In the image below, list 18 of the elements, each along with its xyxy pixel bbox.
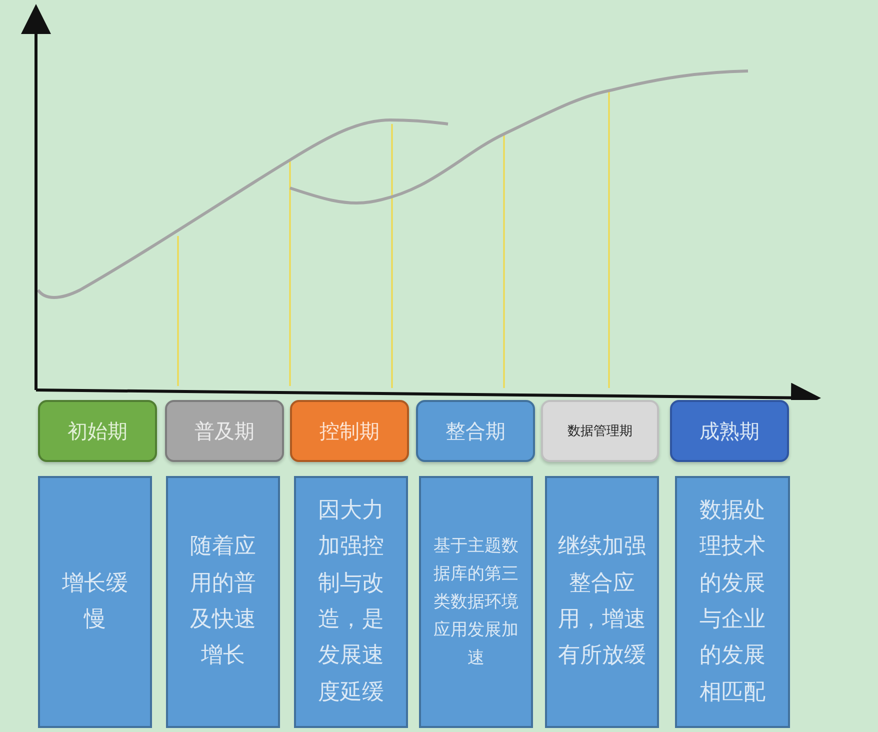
description-text: 数据处理技术的发展与企业的发展相匹配 <box>698 497 766 707</box>
phase-header: 数据管理期 <box>541 400 659 462</box>
phase-header: 普及期 <box>165 400 284 462</box>
description-panel <box>419 476 533 728</box>
description-text: 因大力加强控制与改造，是发展速度延缓 <box>317 497 385 707</box>
description-panel <box>38 476 152 728</box>
phase-header: 成熟期 <box>670 400 789 462</box>
description-panel <box>545 476 659 728</box>
phase-header: 控制期 <box>290 400 409 462</box>
description-text: 继续加强整合应用，增速有所放缓 <box>557 533 647 670</box>
description-panel <box>675 476 790 728</box>
phase-header: 整合期 <box>416 400 535 462</box>
description-panel <box>166 476 280 728</box>
description-text: 增长缓慢 <box>61 570 129 634</box>
description-text: 随着应用的普及快速增长 <box>189 533 257 670</box>
description-text: 基于主题数据库的第三类数据环境应用发展加速 <box>432 534 520 670</box>
description-panel <box>294 476 408 728</box>
phase-header: 初始期 <box>38 400 157 462</box>
